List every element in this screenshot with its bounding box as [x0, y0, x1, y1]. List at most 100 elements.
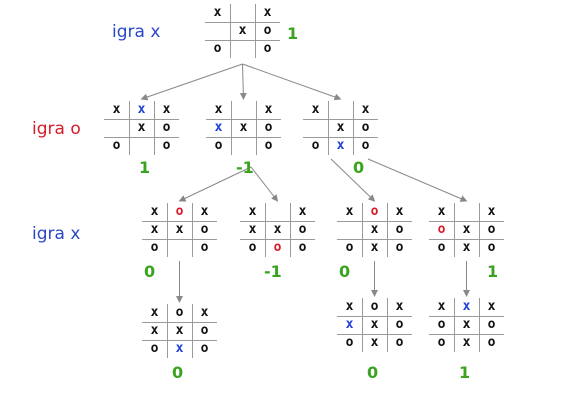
grid-line — [129, 101, 130, 155]
board-cell: x — [370, 240, 379, 255]
grid-line — [142, 340, 217, 341]
board-cell: x — [395, 204, 404, 219]
board-cell: x — [273, 222, 282, 237]
board-cell: o — [175, 204, 184, 219]
board-cell: x — [137, 120, 146, 135]
board-cell: x — [238, 23, 247, 38]
grid-line — [290, 203, 291, 257]
grid-line — [429, 239, 504, 240]
tree-edge-arrow — [140, 63, 243, 101]
board-cell: o — [487, 317, 496, 332]
board-cell: o — [298, 222, 307, 237]
grid-line — [192, 203, 193, 257]
board-cell: x — [248, 222, 257, 237]
board-score: 1 — [487, 262, 499, 281]
board-cell: x — [345, 317, 354, 332]
board-cell: x — [150, 222, 159, 237]
board-cell — [129, 137, 154, 155]
board-cell: o — [200, 222, 209, 237]
row-label-igra-x-top: igra x — [112, 22, 161, 42]
board-cell: o — [395, 335, 404, 350]
grid-line — [265, 203, 266, 257]
grid-line — [142, 322, 217, 323]
board-cell: x — [462, 222, 471, 237]
grid-line — [362, 298, 363, 352]
grid-line — [387, 203, 388, 257]
board-score: 1 — [139, 158, 151, 177]
board-cell: o — [175, 305, 184, 320]
board-cell: o — [395, 317, 404, 332]
grid-line — [387, 298, 388, 352]
board-cell: o — [395, 240, 404, 255]
grid-line — [454, 298, 455, 352]
board-cell — [454, 203, 479, 221]
board-cell: o — [361, 138, 370, 153]
board-score: 0 — [144, 262, 156, 281]
tree-edge-arrow — [330, 158, 376, 202]
tree-edge-arrow — [239, 63, 247, 100]
board-cell: o — [200, 341, 209, 356]
tree-edge-arrow — [367, 158, 468, 202]
board-cell: x — [248, 204, 257, 219]
board-cell: x — [361, 102, 370, 117]
row-label-igra-o: igra o — [32, 119, 81, 139]
board-cell: x — [487, 299, 496, 314]
grid-line — [167, 304, 168, 358]
board-cell: x — [150, 323, 159, 338]
board-cell: o — [487, 240, 496, 255]
board-score: 1 — [459, 363, 471, 382]
grid-line — [104, 119, 179, 120]
board-cell — [303, 119, 328, 137]
board-cell: x — [175, 341, 184, 356]
board-cell: o — [345, 335, 354, 350]
board-cell: o — [361, 120, 370, 135]
board-cell: x — [395, 299, 404, 314]
board-cell: x — [462, 335, 471, 350]
board-cell: o — [273, 240, 282, 255]
board-cell: o — [248, 240, 257, 255]
board-cell: o — [264, 120, 273, 135]
board-cell: o — [437, 335, 446, 350]
board-cell: o — [370, 299, 379, 314]
board-cell: x — [200, 204, 209, 219]
board-score: 0 — [353, 158, 365, 177]
board-cell: x — [162, 102, 171, 117]
board-cell: x — [336, 120, 345, 135]
board-cell: o — [345, 240, 354, 255]
board-cell — [328, 101, 353, 119]
board-cell: o — [263, 41, 272, 56]
grid-line — [337, 239, 412, 240]
grid-line — [303, 137, 378, 138]
board-cell: o — [214, 138, 223, 153]
board-cell: x — [311, 102, 320, 117]
board-cell: x — [150, 204, 159, 219]
board-cell: x — [175, 323, 184, 338]
board-cell — [230, 40, 255, 58]
grid-line — [454, 203, 455, 257]
grid-line — [206, 137, 281, 138]
grid-line — [429, 334, 504, 335]
board-cell — [231, 137, 256, 155]
tree-edge-arrow — [250, 166, 279, 202]
board-cell: x — [214, 102, 223, 117]
board-cell — [231, 101, 256, 119]
grid-line — [255, 4, 256, 58]
grid-line — [205, 40, 280, 41]
board-cell: o — [150, 240, 159, 255]
board-cell: x — [487, 204, 496, 219]
board-cell: o — [162, 120, 171, 135]
board-cell: x — [437, 204, 446, 219]
board-cell: x — [214, 120, 223, 135]
board-cell: o — [311, 138, 320, 153]
board-cell: o — [200, 323, 209, 338]
board-cell: x — [462, 317, 471, 332]
grid-line — [362, 203, 363, 257]
tree-edge-arrow — [178, 166, 252, 202]
